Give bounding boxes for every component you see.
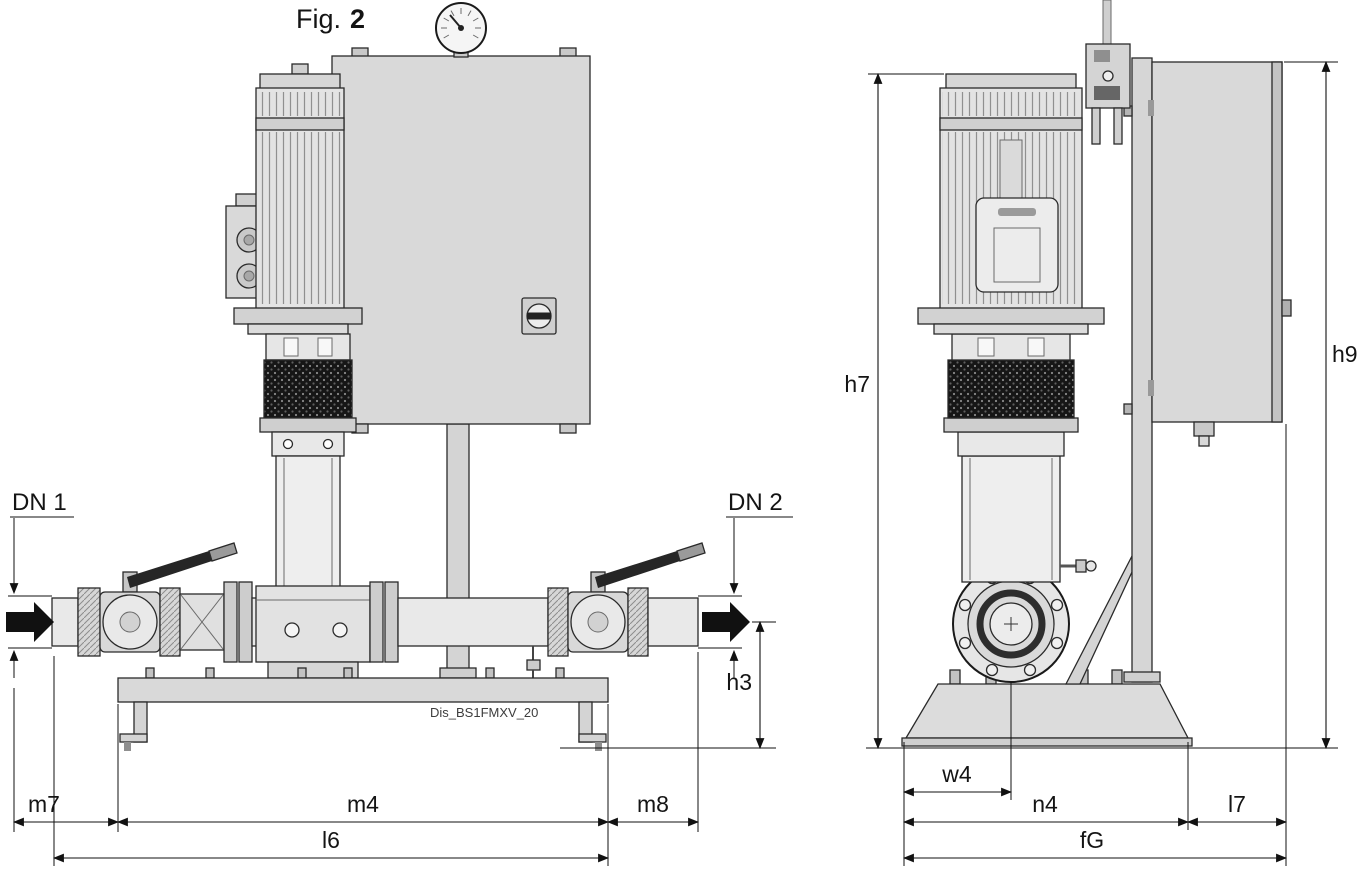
pump-base-housing (255, 585, 371, 679)
dim-fG: fG (902, 827, 1288, 863)
pump-front (259, 333, 357, 589)
dim-m4: m4 (116, 791, 610, 827)
base-frame-front: Dis_BS1FMXV_20 (117, 667, 609, 751)
valve-lever-grip (208, 542, 238, 562)
drain-valve (526, 646, 541, 679)
foot-right (578, 701, 607, 751)
dim-h9: h9 (1284, 60, 1358, 750)
check-valve (179, 593, 225, 651)
ball-valve-inlet (99, 542, 238, 653)
side-view: h7 h9 w4 n4 l7 (844, 0, 1358, 866)
label-h9: h9 (1332, 341, 1358, 367)
label-n4: n4 (1032, 791, 1058, 817)
piping-front (6, 542, 750, 679)
label-w4: w4 (941, 761, 972, 787)
vent-valve (1060, 559, 1097, 573)
drawing-code: Dis_BS1FMXV_20 (430, 705, 538, 720)
control-cabinet-side (1148, 61, 1292, 447)
dim-h7: h7 (844, 72, 944, 750)
flow-arrow-outlet (702, 602, 750, 642)
diagonal-brace (1064, 555, 1133, 685)
control-cabinet-front (331, 47, 591, 434)
dim-h3: h3 (560, 620, 776, 750)
dim-w4: w4 (902, 761, 1013, 797)
dim-m7: m7 (12, 791, 120, 827)
label-m8: m8 (637, 791, 669, 817)
annotation-dn2: DN 2 (698, 489, 793, 678)
dim-n4: n4 (902, 791, 1190, 827)
label-l7: l7 (1228, 791, 1246, 817)
cabinet-side-knob (1281, 299, 1292, 317)
label-dn2: DN 2 (728, 489, 783, 516)
label-dn1: DN 1 (12, 489, 67, 516)
motor-side (917, 73, 1105, 335)
front-view: Fig.2 (6, 2, 793, 866)
dim-l7: l7 (1186, 791, 1288, 827)
label-m7: m7 (28, 791, 60, 817)
dims-bottom-side: w4 n4 l7 fG (902, 424, 1288, 866)
label-h7: h7 (844, 371, 870, 397)
ball-valve-outlet (567, 542, 706, 653)
motor-front (225, 63, 363, 335)
motor-nameplate (975, 197, 1059, 293)
pressure-gauge (435, 2, 487, 58)
dims-bottom-front: m7 m4 m8 l6 (12, 652, 700, 866)
label-m4: m4 (347, 791, 379, 817)
pump-side (943, 333, 1097, 583)
cable-gland (1193, 421, 1215, 437)
outlet-flange-pair (369, 581, 399, 663)
inlet-flange-pair (223, 581, 253, 663)
main-switch (521, 297, 557, 335)
dim-l6: l6 (52, 827, 610, 863)
pump-volute (952, 565, 1070, 683)
label-h3: h3 (726, 669, 752, 695)
foot-left (119, 701, 148, 751)
label-fG: fG (1080, 827, 1104, 853)
annotation-dn1: DN 1 (8, 489, 74, 678)
valve-lever-grip (676, 542, 706, 562)
label-l6: l6 (322, 827, 340, 853)
figure-label: Fig.2 (296, 4, 365, 34)
flow-arrow-inlet (6, 602, 54, 642)
dim-m8: m8 (606, 791, 700, 827)
cabinet-support-column (1064, 57, 1161, 685)
pressure-switch (1085, 0, 1131, 145)
